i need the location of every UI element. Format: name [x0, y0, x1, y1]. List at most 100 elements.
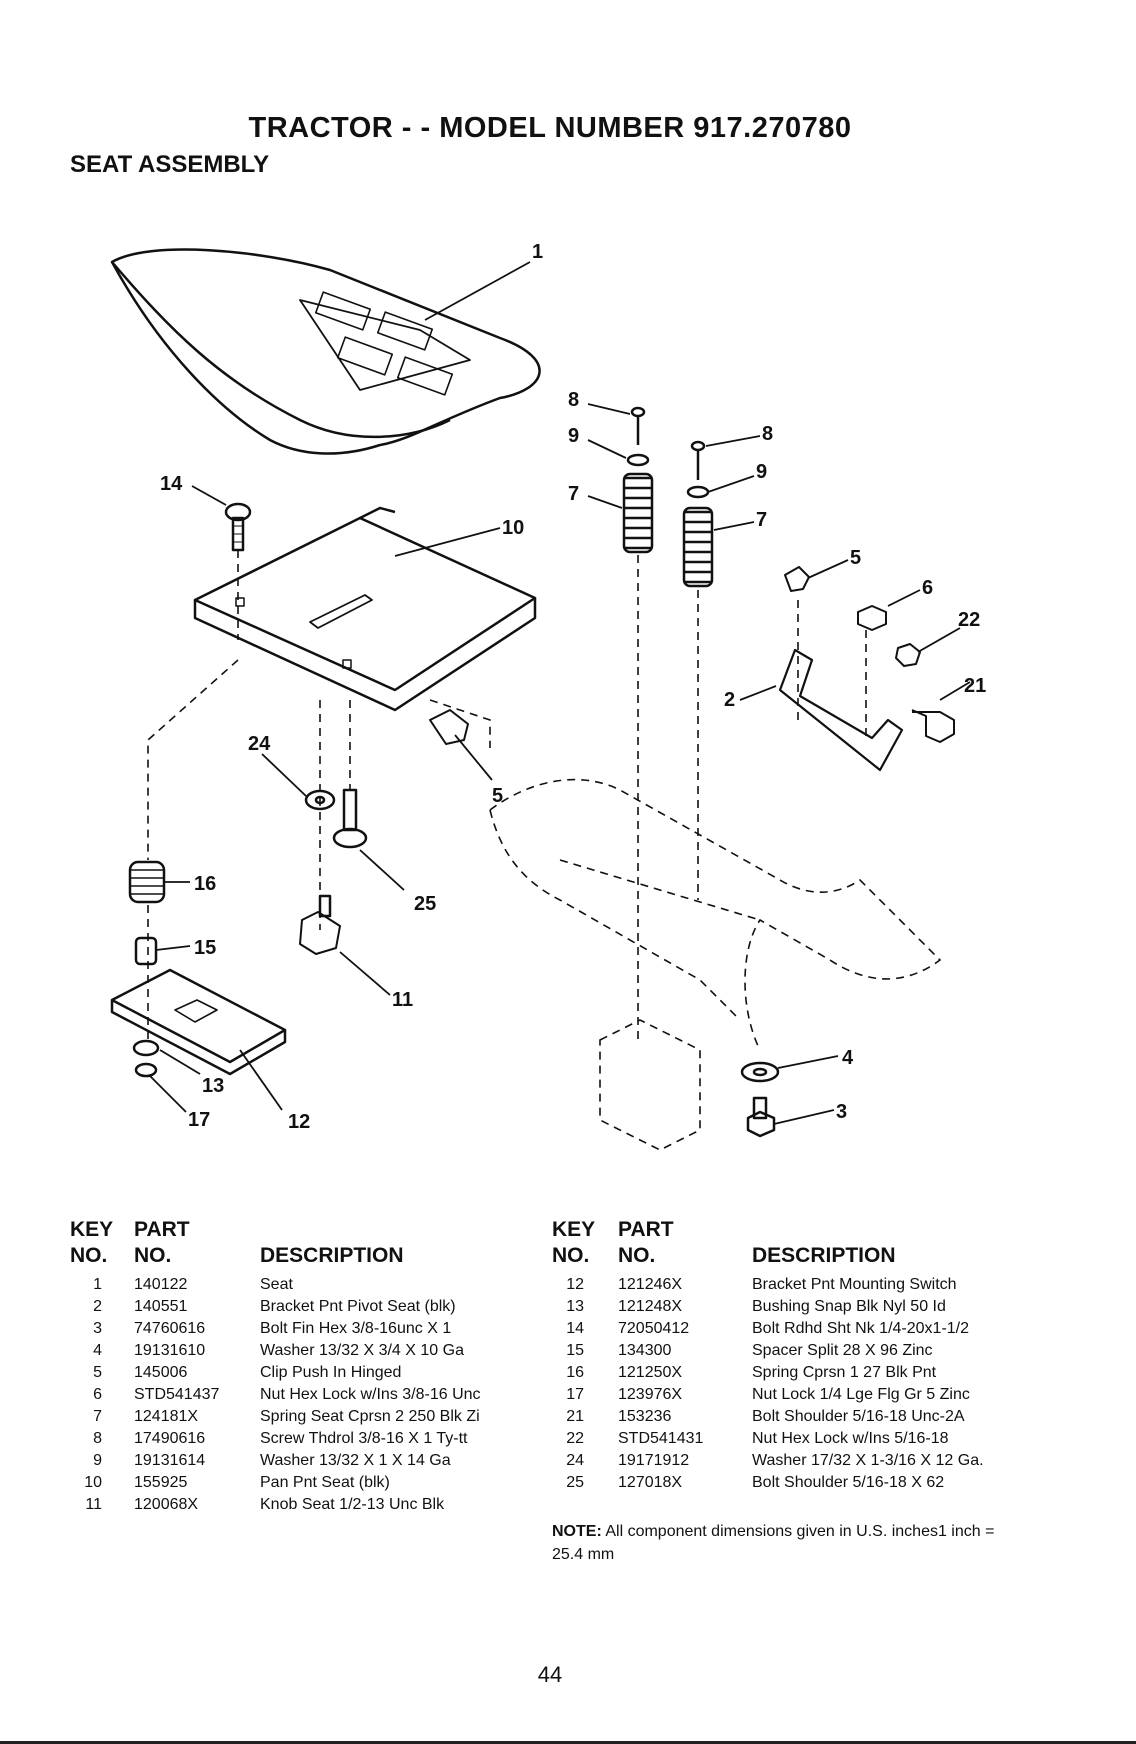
- description-cell: Bracket Pnt Pivot Seat (blk): [260, 1298, 456, 1315]
- callout-3: 3: [836, 1101, 847, 1123]
- key-cell: 7: [93, 1408, 102, 1425]
- key-cell: 17: [566, 1386, 584, 1403]
- key-cell: 13: [566, 1298, 584, 1315]
- header-key-line2: NO.: [552, 1244, 590, 1267]
- part-number-cell: 120068X: [134, 1496, 199, 1513]
- key-cell: 6: [93, 1386, 102, 1403]
- part-number-cell: 155925: [134, 1474, 188, 1491]
- callout-17: 17: [188, 1109, 210, 1131]
- description-cell: Nut Hex Lock w/Ins 5/16-18: [752, 1430, 949, 1447]
- callout-24: 24: [248, 733, 271, 755]
- callout-1: 1: [532, 241, 543, 263]
- part-number-cell: 17490616: [134, 1430, 206, 1447]
- header-key-line1: KEY: [552, 1218, 596, 1241]
- key-cell: 5: [93, 1364, 102, 1381]
- header-part-line1: PART: [618, 1218, 674, 1241]
- description-cell: Bushing Snap Blk Nyl 50 Id: [752, 1298, 946, 1315]
- part-number-cell: 145006: [134, 1364, 188, 1381]
- description-cell: Washer 17/32 X 1-3/16 X 12 Ga.: [752, 1452, 984, 1469]
- key-cell: 16: [566, 1364, 584, 1381]
- description-cell: Bracket Pnt Mounting Switch: [752, 1276, 957, 1293]
- callout-22: 22: [958, 609, 980, 631]
- key-cell: 1: [93, 1276, 102, 1293]
- key-cell: 24: [566, 1452, 584, 1469]
- seat-pan-drawing: [193, 506, 537, 712]
- table-row: 17 123976X Nut Lock 1/4 Lge Flg Gr 5 Zinc: [552, 1384, 1032, 1406]
- description-cell: Washer 13/32 X 1 X 14 Ga: [260, 1452, 451, 1469]
- exploded-parts-diagram: 1 14 10 8 9 7 8 9 7 5 6 22 21 2 24 5 16 …: [110, 241, 986, 1151]
- header-part-line2: NO.: [134, 1244, 172, 1267]
- header-part-line2: NO.: [618, 1244, 656, 1267]
- callout-16: 16: [194, 873, 216, 895]
- header-part-line1: PART: [134, 1218, 190, 1241]
- page-number: 44: [537, 1662, 563, 1687]
- callout-14: 14: [160, 473, 183, 495]
- key-cell: 2: [93, 1298, 102, 1315]
- part-number-cell: 124181X: [134, 1408, 199, 1425]
- description-cell: Nut Lock 1/4 Lge Flg Gr 5 Zinc: [752, 1386, 970, 1403]
- key-cell: 25: [566, 1474, 584, 1491]
- description-cell: Bolt Shoulder 5/16-18 Unc-2A: [752, 1408, 965, 1425]
- callout-4: 4: [842, 1047, 854, 1069]
- part-number-cell: 121248X: [618, 1298, 683, 1315]
- part-number-cell: 140122: [134, 1276, 188, 1293]
- part-number-cell: 140551: [134, 1298, 188, 1315]
- key-cell: 10: [84, 1474, 102, 1491]
- callout-5a: 5: [850, 547, 861, 569]
- key-cell: 8: [93, 1430, 102, 1447]
- header-description: DESCRIPTION: [260, 1244, 404, 1267]
- callout-25: 25: [414, 893, 436, 915]
- key-cell: 9: [93, 1452, 102, 1469]
- description-cell: Bolt Fin Hex 3/8-16unc X 1: [260, 1320, 452, 1337]
- part-number-cell: STD541437: [134, 1386, 220, 1403]
- description-cell: Bolt Shoulder 5/16-18 X 62: [752, 1474, 945, 1491]
- callout-9b: 9: [756, 461, 767, 483]
- part-number-cell: 153236: [618, 1408, 672, 1425]
- callout-7a: 7: [568, 483, 579, 505]
- bolt-14-drawing: [224, 502, 252, 552]
- part-number-cell: 123976X: [618, 1386, 683, 1403]
- description-cell: Spring Seat Cprsn 2 250 Blk Zi: [260, 1408, 480, 1425]
- callout-9a: 9: [568, 425, 579, 447]
- part-number-cell: STD541431: [618, 1430, 704, 1447]
- part-number-cell: 19131614: [134, 1452, 206, 1469]
- callout-11: 11: [392, 989, 413, 1011]
- key-cell: 4: [93, 1342, 102, 1359]
- description-cell: Bolt Rdhd Sht Nk 1/4-20x1-1/2: [752, 1320, 970, 1337]
- header-key-line2: NO.: [70, 1244, 108, 1267]
- callout-15: 15: [194, 937, 216, 959]
- part-number-cell: 19171912: [618, 1452, 690, 1469]
- table-row: 21 153236 Bolt Shoulder 5/16-18 Unc-2A: [552, 1406, 1032, 1428]
- note: NOTE: All component dimensions given in …: [552, 1520, 1022, 1566]
- description-cell: Clip Push In Hinged: [260, 1364, 402, 1381]
- key-cell: 3: [93, 1320, 102, 1337]
- callout-6: 6: [922, 577, 933, 599]
- spring-left-drawing: [622, 406, 654, 554]
- parts-table-left: KEY NO. PART NO. DESCRIPTION 1 140122 Seat…: [70, 1218, 540, 1516]
- key-cell: 14: [566, 1320, 584, 1337]
- table-row: 2 140551 Bracket Pnt Pivot Seat (blk): [70, 1296, 540, 1318]
- key-cell: 21: [566, 1408, 584, 1425]
- part-number-cell: 127018X: [618, 1474, 683, 1491]
- table-header: KEY NO. PART NO. DESCRIPTION: [70, 1218, 540, 1274]
- table-row: 5 145006 Clip Push In Hinged: [70, 1362, 540, 1384]
- description-cell: Spacer Split 28 X 96 Zinc: [752, 1342, 933, 1359]
- key-cell: 12: [566, 1276, 584, 1293]
- callout-5b: 5: [492, 785, 503, 807]
- spring-right-drawing: [682, 440, 714, 588]
- part-number-cell: 19131610: [134, 1342, 206, 1359]
- key-cell: 11: [85, 1496, 102, 1513]
- description-cell: Spring Cprsn 1 27 Blk Pnt: [752, 1364, 937, 1381]
- header-description: DESCRIPTION: [752, 1244, 896, 1267]
- description-cell: Seat: [260, 1276, 293, 1293]
- callout-10: 10: [502, 517, 524, 539]
- table-row: 25 127018X Bolt Shoulder 5/16-18 X 62: [552, 1472, 1032, 1494]
